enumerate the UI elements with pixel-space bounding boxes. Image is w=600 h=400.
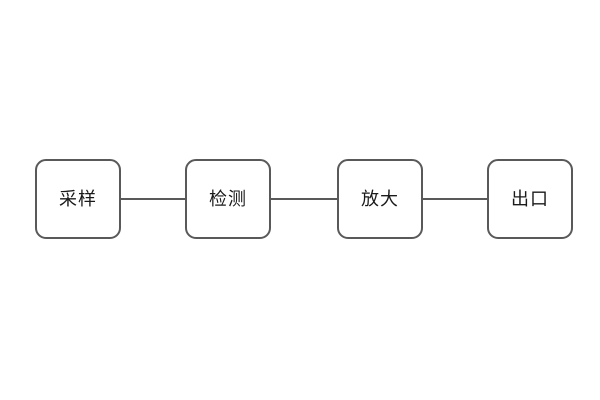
flow-node-outlet-label: 出口 <box>511 189 549 209</box>
flow-node-detection-label: 检测 <box>209 189 247 209</box>
connector-amplification-outlet <box>423 198 487 200</box>
flow-node-amplification: 放大 <box>337 159 423 239</box>
flow-node-sampling-label: 采样 <box>59 189 97 209</box>
flow-node-detection: 检测 <box>185 159 271 239</box>
flow-node-outlet: 出口 <box>487 159 573 239</box>
connector-detection-amplification <box>271 198 337 200</box>
flow-node-amplification-label: 放大 <box>361 189 399 209</box>
flow-node-sampling: 采样 <box>35 159 121 239</box>
connector-sampling-detection <box>121 198 185 200</box>
